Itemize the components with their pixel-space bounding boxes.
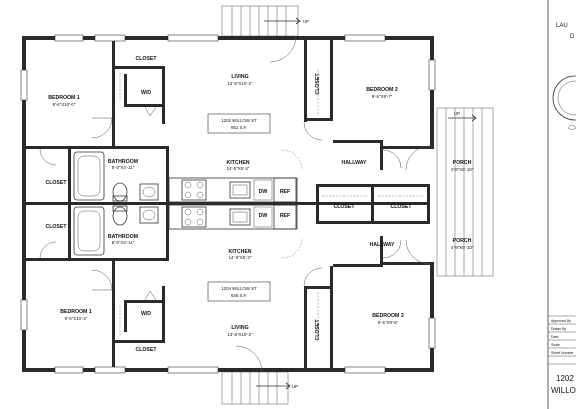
- top-kitchen-label: KITCHEN: [226, 160, 249, 166]
- top-bedroom2-label: BEDROOM 2: [366, 87, 398, 93]
- center-closet-label-b: CLOSET: [390, 204, 412, 210]
- title-block-letter: D: [570, 34, 575, 40]
- sheet-title-street: WILLO: [551, 386, 576, 395]
- top-wd-label: W/D: [141, 90, 151, 96]
- top-bedroom2-dim: 9'-6"X9'-7": [372, 94, 393, 99]
- top-closet-label-a: CLOSET: [135, 56, 157, 62]
- bottom-ref-label: REF: [280, 213, 290, 219]
- date-label: Date: [551, 335, 558, 339]
- top-bedroom1-dim: 9'-6"X10'-0": [53, 102, 76, 107]
- up-label-bottom: UP: [292, 384, 298, 389]
- top-living-dim: 13'-8"X10'-2": [227, 81, 253, 86]
- bottom-bedroom1-label: BEDROOM 1: [60, 309, 92, 315]
- unit-bottom-address-box: [207, 281, 271, 302]
- approved-by-label: Approved By: [551, 319, 571, 323]
- bottom-kitchen-dim: 14'-5"X5'-3": [229, 255, 252, 260]
- bottom-wd-label: W/D: [141, 311, 151, 317]
- sheet-number-label: Sheet Number: [551, 351, 574, 355]
- kitchen-fixtures: [168, 177, 298, 230]
- scale-label: Scale: [551, 343, 560, 347]
- top-ref-label: REF: [280, 189, 290, 195]
- unit-top-address: 1202 WILLOW ST: [221, 118, 257, 123]
- bottom-bedroom2-label: BEDROOM 2: [372, 313, 404, 319]
- top-entry-stairs: [221, 5, 301, 37]
- windows: [20, 34, 436, 374]
- bottom-living-dim: 13'-8"X10'-2": [227, 332, 253, 337]
- porch-steps: [436, 107, 494, 277]
- title-block: [547, 0, 576, 409]
- bottom-porch-dim: 4'-9"X6'-10": [451, 245, 474, 250]
- bottom-living-label: LIVING: [231, 325, 248, 331]
- door-swings: [39, 35, 431, 373]
- bottom-closet-label-a: CLOSET: [135, 347, 157, 353]
- unit-top-address-box: [207, 113, 271, 134]
- up-label-porch: UP: [454, 111, 460, 116]
- top-bathroom-dim: 8'-0"X4'-11": [112, 165, 135, 170]
- bottom-bedroom1-dim: 9'-6"X10'-2": [65, 316, 88, 321]
- unit-bottom-area: 648 S.F.: [231, 293, 247, 298]
- unit-bottom-address: 1204 WILLOW ST: [221, 286, 257, 291]
- top-bathroom-label: BATHROOM: [108, 159, 138, 165]
- top-living-label: LIVING: [231, 74, 248, 80]
- bottom-bathroom-dim: 8'-0"X4'-11": [112, 240, 135, 245]
- bottom-closet-label-b: CLOSET: [45, 224, 67, 230]
- top-porch-label: PORCH: [453, 160, 472, 166]
- unit-top-area: 652 S.F.: [231, 125, 247, 130]
- bottom-bathroom-label: BATHROOM: [108, 234, 138, 240]
- sheet-title-number: 1202: [556, 374, 574, 383]
- closet-rods: [119, 70, 424, 340]
- bottom-bedroom2-dim: 9'-6"X9'-6": [378, 320, 399, 325]
- bottom-entry-stairs: [221, 371, 291, 405]
- center-closet-label-a: CLOSET: [333, 204, 355, 210]
- top-kitchen-dim: 14'-5"X5'-3": [227, 166, 250, 171]
- drawn-by-label: Drawn By: [551, 327, 566, 331]
- bottom-hallway-label: HALLWAY: [370, 242, 395, 248]
- top-dw-label: DW: [259, 189, 268, 195]
- bathroom-fixtures: [73, 151, 159, 256]
- top-porch-dim: 4'-9"X6'-10": [451, 167, 474, 172]
- top-closet-label-c: CLOSET: [315, 73, 321, 95]
- top-hallway-label: HALLWAY: [342, 160, 367, 166]
- bottom-dw-label: DW: [259, 213, 268, 219]
- up-label-top: UP: [303, 19, 309, 24]
- interior-walls: [26, 40, 434, 368]
- top-bedroom1-label: BEDROOM 1: [48, 95, 80, 101]
- title-block-company: LAU: [556, 23, 568, 29]
- top-closet-label-b: CLOSET: [45, 180, 67, 186]
- bottom-kitchen-label: KITCHEN: [228, 249, 251, 255]
- bottom-closet-label-c: CLOSET: [315, 319, 321, 341]
- bottom-porch-label: PORCH: [453, 238, 472, 244]
